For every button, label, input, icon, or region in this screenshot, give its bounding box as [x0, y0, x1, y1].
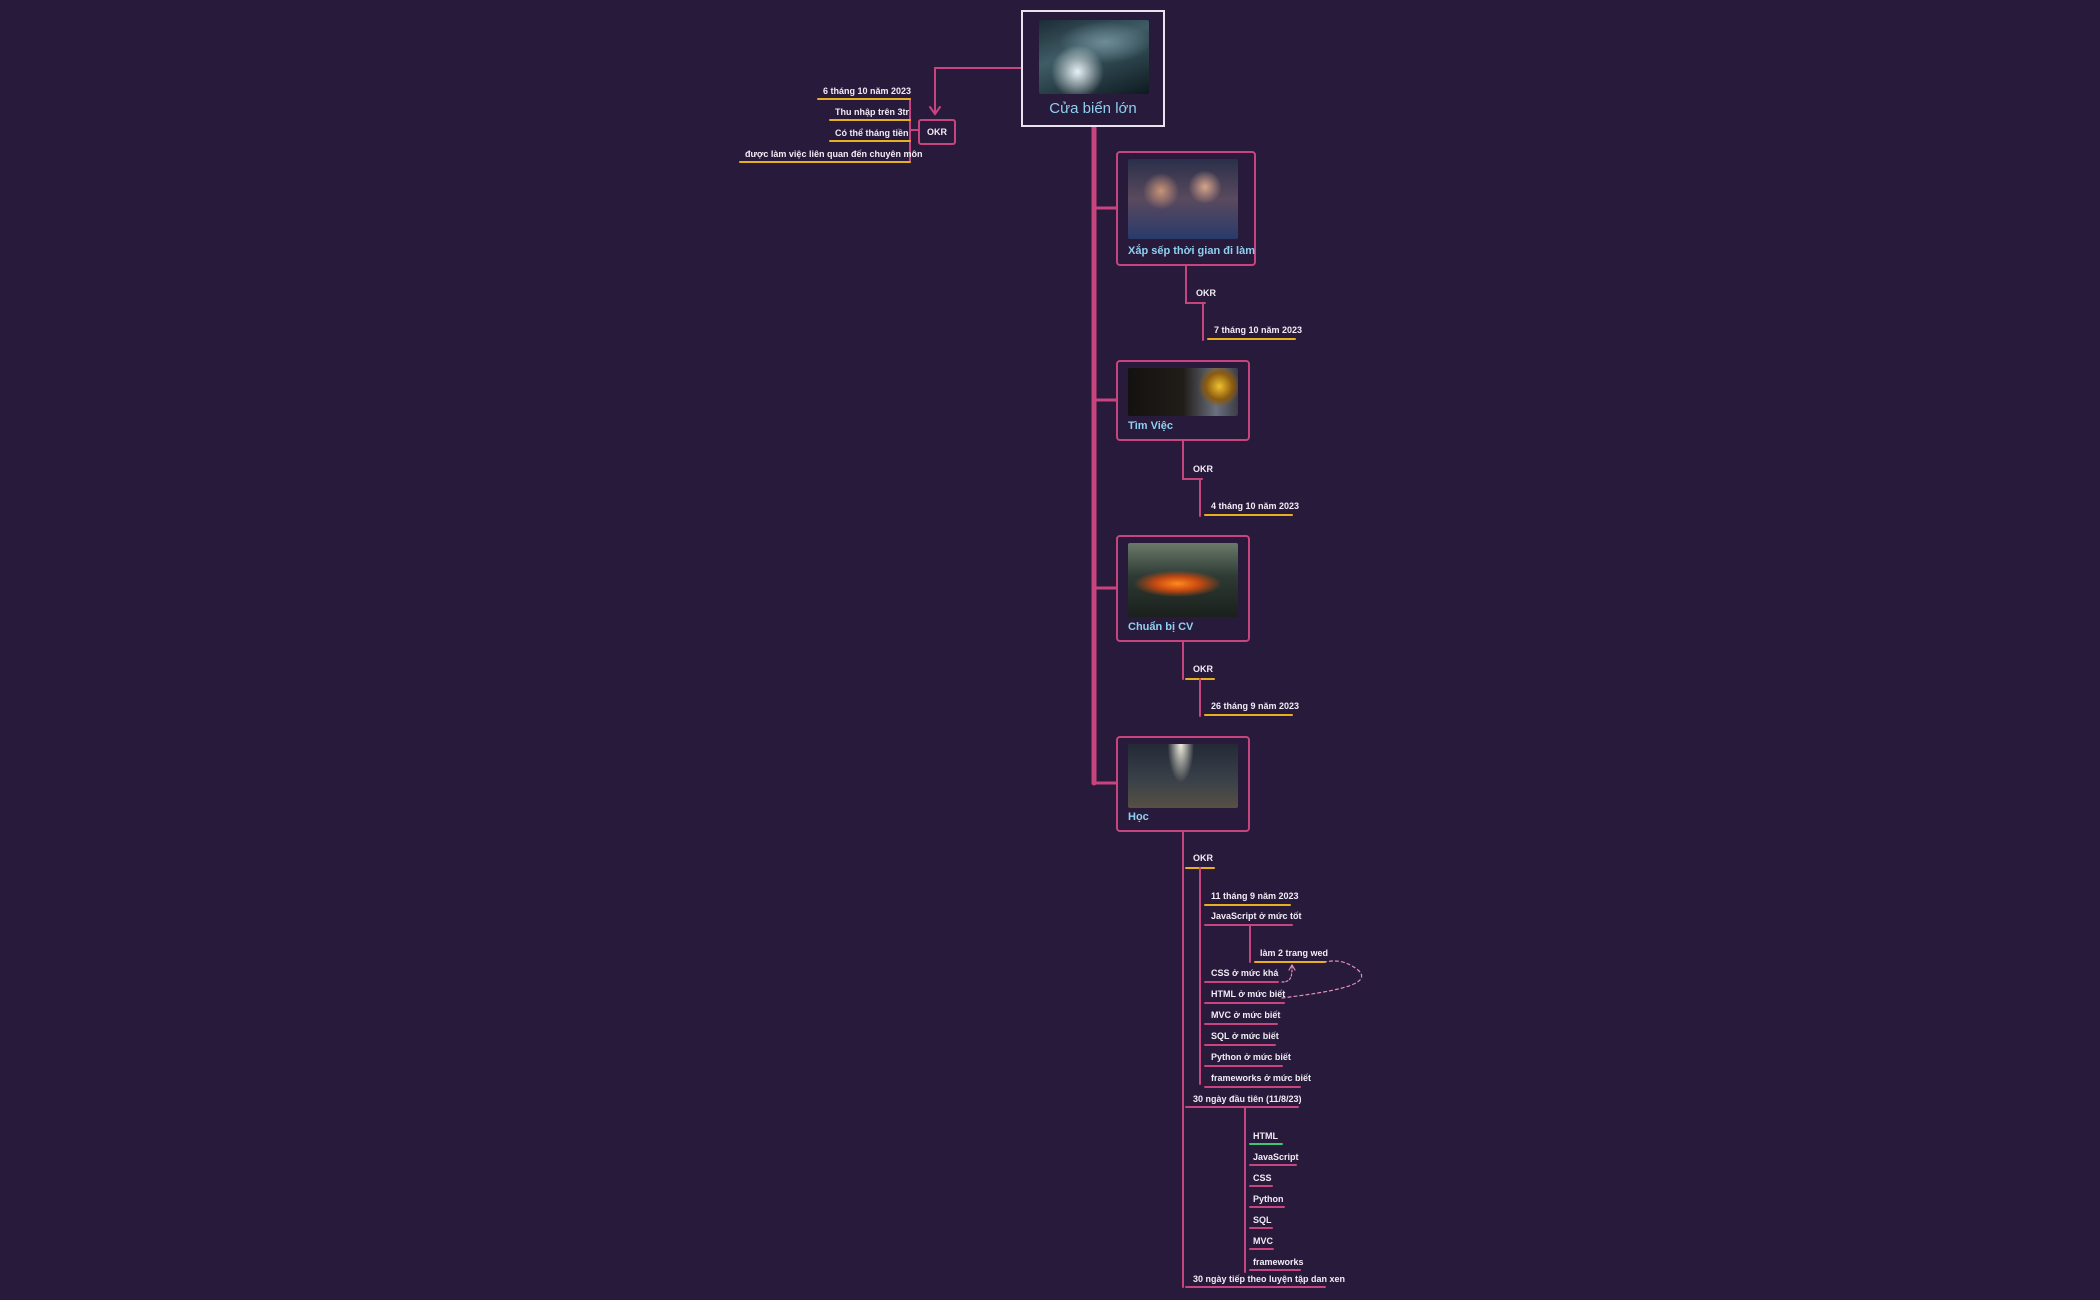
hoc-item[interactable]: 11 tháng 9 năm 2023 [1211, 891, 1299, 901]
owl-eye-image [1128, 368, 1238, 416]
root-title: Cửa biển lớn [1049, 100, 1137, 117]
hoc-item[interactable]: làm 2 trang wed [1260, 948, 1329, 958]
hoc-okr[interactable]: OKR [1193, 853, 1213, 863]
topic-card-xap-sep[interactable]: Xắp sếp thời gian đi làm [1116, 151, 1256, 266]
topic-okr[interactable]: OKR [1196, 288, 1216, 298]
plan30-item[interactable]: Python [1253, 1194, 1284, 1204]
hoc-item[interactable]: frameworks ở mức biết [1211, 1073, 1311, 1083]
forge-image [1128, 543, 1238, 617]
left-okr-item[interactable]: Có thể tháng tiền [835, 128, 909, 138]
topic-title: Xắp sếp thời gian đi làm [1128, 245, 1256, 257]
basketball-court-image [1128, 744, 1238, 808]
hoc-item[interactable]: MVC ở mức biết [1211, 1010, 1281, 1020]
left-okr-node[interactable]: OKR [918, 119, 956, 145]
topic-date[interactable]: 4 tháng 10 năm 2023 [1211, 501, 1300, 511]
topic-title: Chuẩn bị CV [1128, 621, 1194, 633]
root-node[interactable]: Cửa biển lớn [1021, 10, 1165, 127]
topic-card-tim-viec[interactable]: Tìm Việc [1116, 360, 1250, 441]
arrowhead-left-okr [929, 106, 941, 116]
left-okr-item[interactable]: 6 tháng 10 năm 2023 [823, 86, 912, 96]
topic-card-hoc[interactable]: Học [1116, 736, 1250, 832]
connector-left-okr-items [909, 98, 919, 162]
hoc-item[interactable]: HTML ở mức biết [1211, 989, 1286, 999]
relation-dashed-arrow [1281, 960, 1363, 999]
topic-date[interactable]: 7 tháng 10 năm 2023 [1214, 325, 1303, 335]
plan30-item[interactable]: CSS [1253, 1173, 1272, 1183]
topic-card-chuan-bi-cv[interactable]: Chuẩn bị CV [1116, 535, 1250, 642]
hoc-item[interactable]: Python ở mức biết [1211, 1052, 1291, 1062]
hoc-item[interactable]: JavaScript ở mức tốt [1211, 911, 1302, 921]
hoc-item[interactable]: CSS ở mức khá [1211, 968, 1279, 978]
hoc-plan30[interactable]: 30 ngày đầu tiên (11/8/23) [1193, 1094, 1302, 1104]
left-okr-item[interactable]: được làm việc liên quan đến chuyên môn [745, 149, 923, 159]
plan30-item[interactable]: HTML [1253, 1131, 1278, 1141]
plan30-item[interactable]: JavaScript [1253, 1152, 1299, 1162]
topic-okr[interactable]: OKR [1193, 664, 1213, 674]
plan30-item[interactable]: frameworks [1253, 1257, 1304, 1267]
hoc-item[interactable]: SQL ở mức biết [1211, 1031, 1279, 1041]
left-okr-item[interactable]: Thu nhập trên 3tr [835, 107, 909, 117]
hoc-next30[interactable]: 30 ngày tiếp theo luyện tập dan xen [1193, 1274, 1346, 1284]
boxing-image [1128, 159, 1238, 239]
tsunami-wave-image [1039, 20, 1149, 94]
topic-title: Tìm Việc [1128, 420, 1174, 432]
connector-root-left-okr [934, 67, 1022, 113]
topic-title: Học [1128, 811, 1149, 823]
topic-okr[interactable]: OKR [1193, 464, 1213, 474]
topic-date[interactable]: 26 tháng 9 năm 2023 [1211, 701, 1300, 711]
plan30-item[interactable]: SQL [1253, 1215, 1272, 1225]
plan30-item[interactable]: MVC [1253, 1236, 1273, 1246]
